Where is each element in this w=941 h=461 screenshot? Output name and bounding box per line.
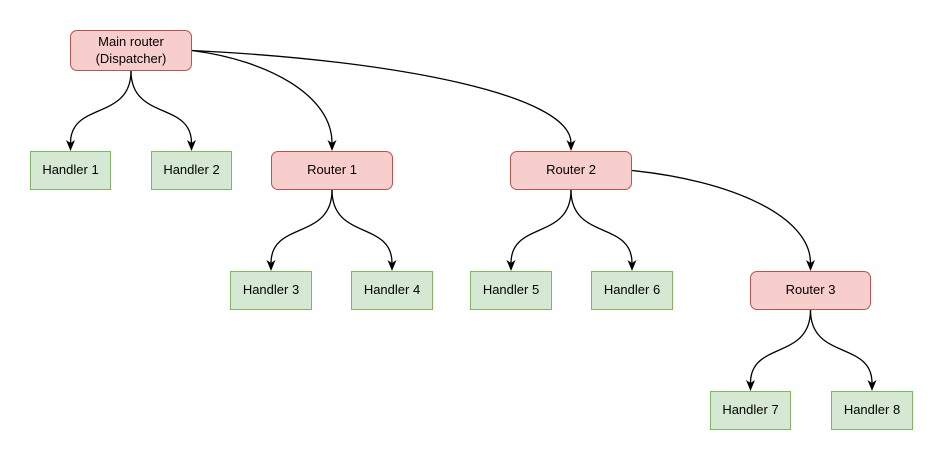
node-handler-8: Handler 8 [831, 391, 913, 430]
node-handler-2-label: Handler 2 [163, 162, 220, 178]
node-handler-5-label: Handler 5 [482, 282, 540, 298]
arrowhead-main-h1 [66, 140, 75, 151]
edge-main-r1 [191, 49, 333, 144]
edge-r3-h8 [809, 309, 873, 384]
arrowhead-main-r1 [327, 140, 337, 151]
node-handler-7: Handler 7 [710, 391, 791, 430]
node-handler-4: Handler 4 [351, 271, 433, 310]
node-router-1-label: Router 1 [307, 162, 357, 178]
arrowhead-main-h2 [187, 140, 196, 151]
node-main-router-label: Main router (Dispatcher) [95, 34, 167, 66]
arrowhead-main-r2 [566, 140, 576, 151]
node-handler-4-label: Handler 4 [363, 282, 421, 298]
node-handler-3-label: Handler 3 [242, 282, 300, 298]
arrowhead-r2-h5 [506, 260, 516, 271]
edge-r1-h4 [331, 189, 393, 264]
node-router-2: Router 2 [510, 151, 632, 190]
node-handler-6: Handler 6 [591, 271, 673, 310]
edge-main-r2 [191, 49, 572, 144]
node-handler-3: Handler 3 [230, 271, 312, 310]
node-handler-5: Handler 5 [470, 271, 552, 310]
edge-r3-h7 [749, 309, 812, 384]
edge-r2-h6 [570, 189, 633, 264]
arrowhead-r2-h6 [627, 260, 637, 271]
arrowhead-r1-h3 [266, 260, 276, 271]
arrowhead-r3-h7 [746, 380, 755, 391]
node-main-router: Main router (Dispatcher) [70, 30, 192, 71]
node-handler-6-label: Handler 6 [603, 282, 661, 298]
node-handler-8-label: Handler 8 [843, 402, 901, 418]
edge-r1-h3 [270, 189, 333, 264]
node-router-1: Router 1 [271, 151, 393, 190]
arrowhead-r2-r3 [806, 260, 815, 271]
edge-r2-h5 [510, 189, 572, 264]
node-router-3-label: Router 3 [785, 282, 836, 298]
arrowhead-r1-h4 [387, 260, 397, 271]
node-router-2-label: Router 2 [546, 162, 596, 178]
node-handler-2: Handler 2 [151, 151, 232, 190]
edge-r2-r3 [631, 169, 812, 264]
node-handler-1-label: Handler 1 [42, 162, 99, 178]
node-handler-7-label: Handler 7 [722, 402, 779, 418]
node-router-3: Router 3 [750, 271, 871, 310]
node-handler-1: Handler 1 [30, 151, 111, 190]
edge-main-h2 [130, 70, 193, 144]
edge-main-h1 [69, 70, 132, 144]
arrowhead-r3-h8 [867, 380, 877, 391]
